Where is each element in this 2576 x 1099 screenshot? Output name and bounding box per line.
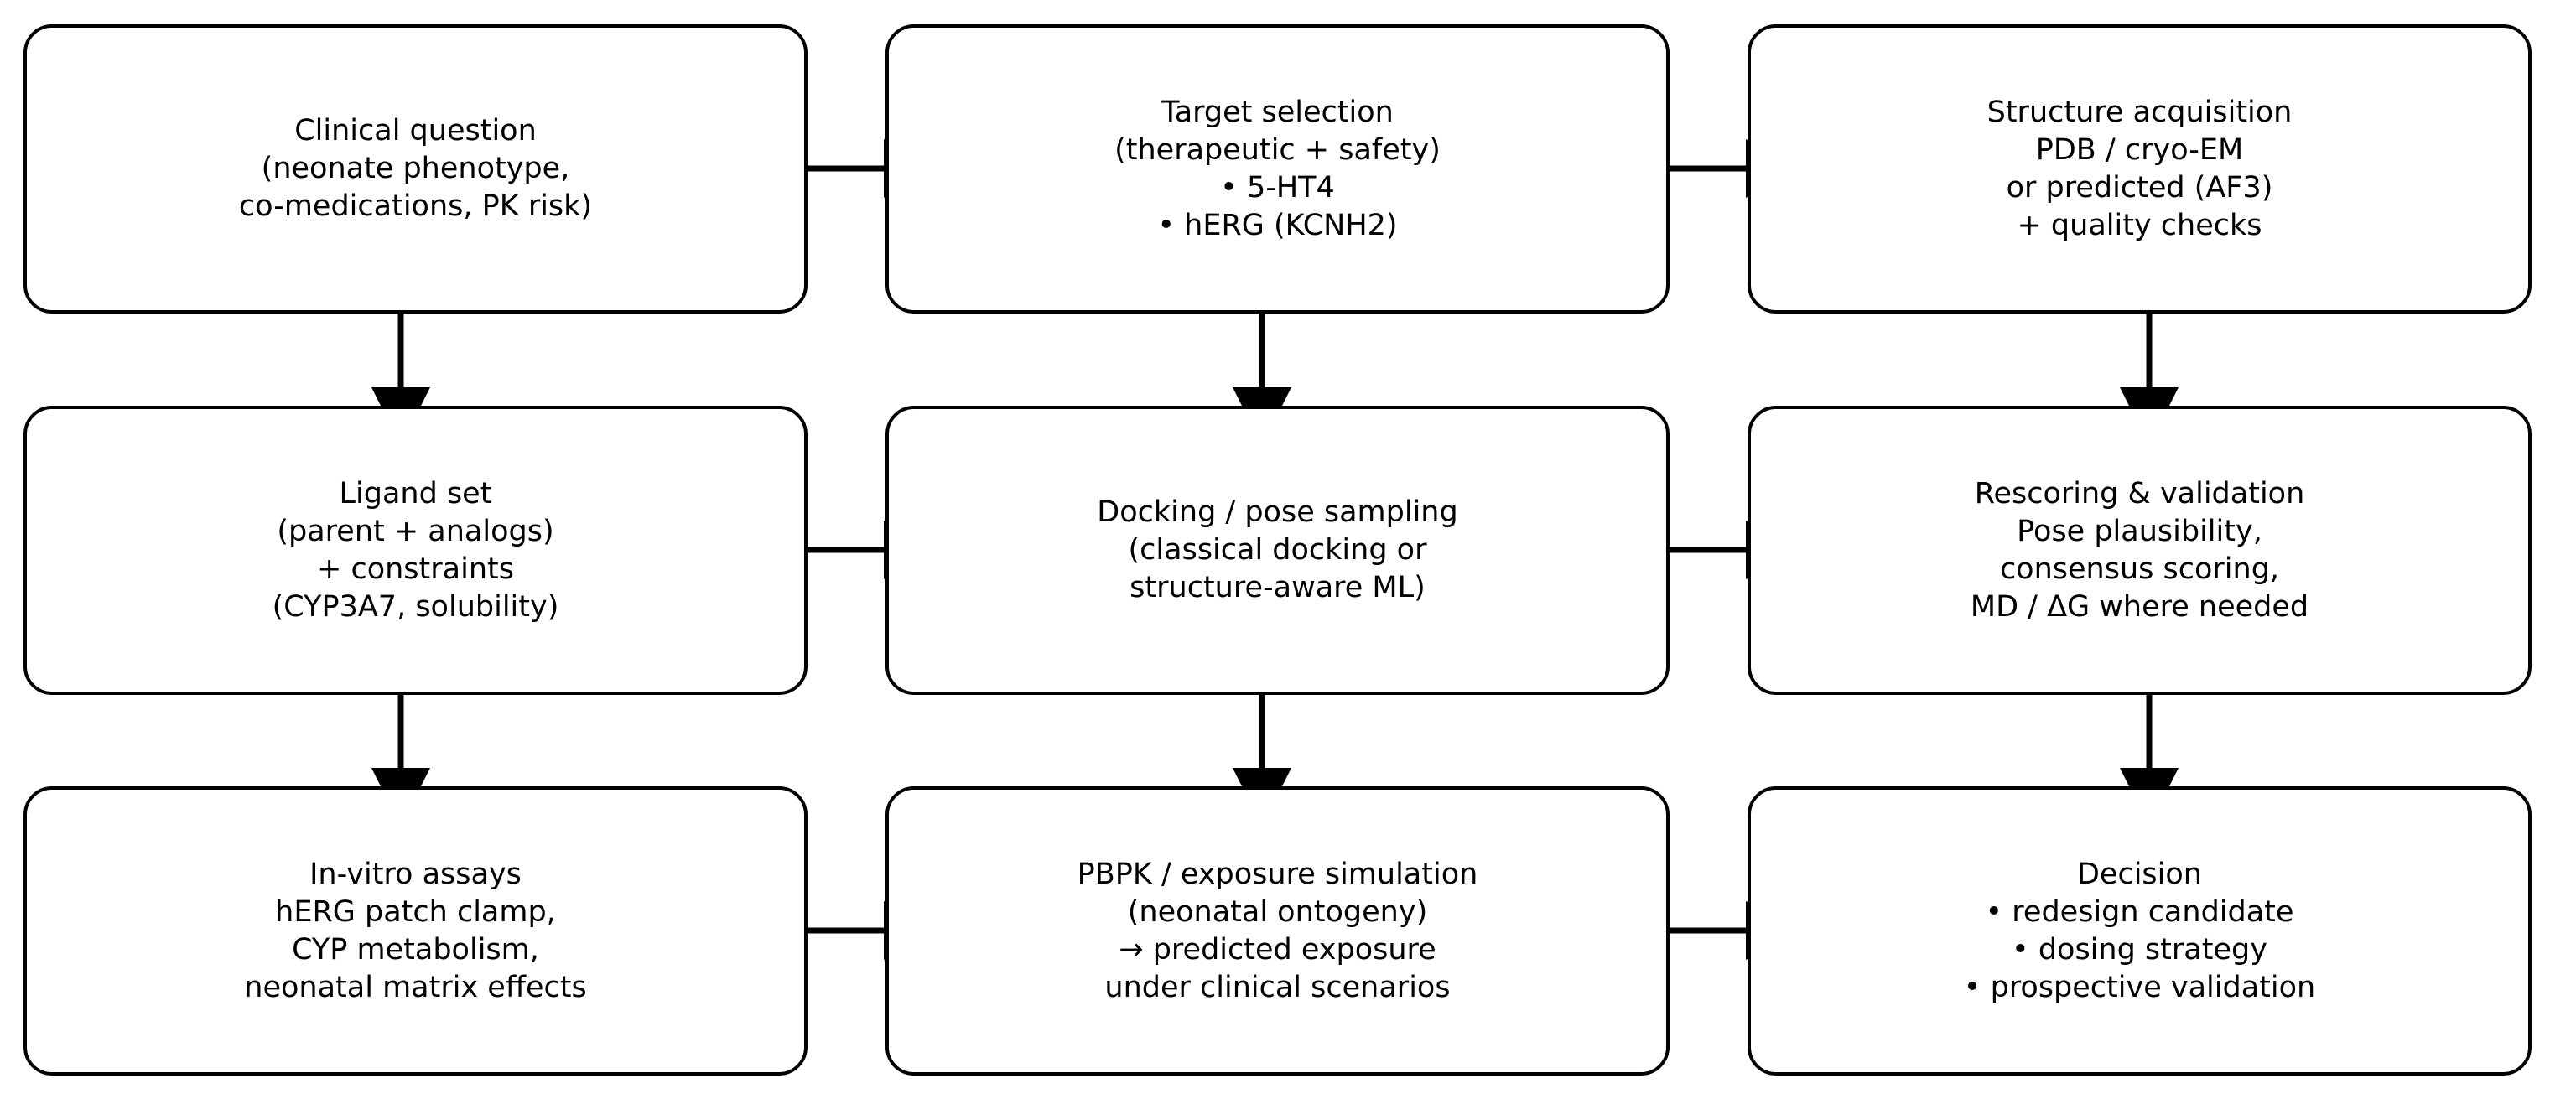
box-line: neonatal matrix effects — [244, 970, 587, 1004]
box-line: • 5-HT4 — [1220, 170, 1335, 205]
box-line: Clinical question — [294, 114, 537, 148]
box-pbpk: PBPK / exposure simulation (neonatal ont… — [886, 786, 1670, 1076]
box-line: (CYP3A7, solubility) — [272, 589, 559, 624]
box-rescoring: Rescoring & validation Pose plausibility… — [1748, 406, 2532, 695]
box-line: (therapeutic + safety) — [1114, 132, 1441, 167]
box-line: In-vitro assays — [309, 857, 522, 891]
box-line: CYP metabolism, — [292, 932, 539, 967]
box-line: • hERG (KCNH2) — [1157, 208, 1398, 242]
box-line: or predicted (AF3) — [2006, 170, 2273, 205]
box-line: consensus scoring, — [1999, 552, 2280, 586]
box-line: (neonate phenotype, — [261, 152, 570, 185]
box-ligand-set: Ligand set (parent + analogs) + constrai… — [23, 406, 808, 695]
box-line: Target selection — [1161, 95, 1394, 129]
box-line: hERG patch clamp, — [275, 894, 556, 929]
box-line: Docking / pose sampling — [1097, 495, 1458, 529]
box-line: + quality checks — [2017, 208, 2262, 242]
box-line: (parent + analogs) — [277, 514, 554, 548]
box-decision: Decision • redesign candidate • dosing s… — [1748, 786, 2532, 1076]
box-line: • prospective validation — [1963, 970, 2316, 1004]
box-line: MD / ΔG where needed — [1970, 589, 2309, 624]
box-docking: Docking / pose sampling (classical docki… — [886, 406, 1670, 695]
box-line: → predicted exposure — [1119, 932, 1436, 967]
box-line: • dosing strategy — [2012, 932, 2267, 967]
box-line: + constraints — [317, 552, 514, 586]
box-line: structure-aware ML) — [1130, 571, 1426, 604]
box-line: Ligand set — [339, 476, 492, 511]
box-target-selection: Target selection (therapeutic + safety) … — [886, 24, 1670, 314]
box-line: under clinical scenarios — [1104, 970, 1451, 1004]
box-structure-acquisition: Structure acquisition PDB / cryo-EM or p… — [1748, 24, 2532, 314]
box-clinical-question: Clinical question (neonate phenotype, co… — [23, 24, 808, 314]
box-line: PDB / cryo-EM — [2035, 132, 2244, 167]
box-line: (classical docking or — [1128, 533, 1427, 567]
box-in-vitro-assays: In-vitro assays hERG patch clamp, CYP me… — [23, 786, 808, 1076]
box-line: Structure acquisition — [1987, 95, 2293, 129]
box-line: co-medications, PK risk) — [238, 189, 593, 223]
box-line: Pose plausibility, — [2017, 514, 2262, 548]
box-line: PBPK / exposure simulation — [1077, 857, 1478, 891]
box-line: • redesign candidate — [1985, 894, 2294, 929]
box-line: (neonatal ontogeny) — [1127, 894, 1428, 929]
box-line: Rescoring & validation — [1974, 476, 2305, 511]
box-line: Decision — [2076, 857, 2202, 891]
